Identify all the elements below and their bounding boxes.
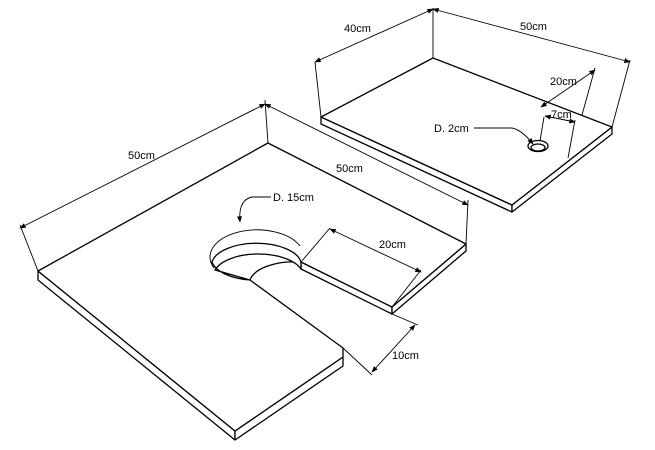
bottom-left-panel: 50cm 50cm D. 15cm 20cm 10cm (19, 99, 469, 441)
ext-a-hole-side (567, 119, 576, 159)
dim-b-width-line (371, 324, 416, 373)
dim-b-slot-line (329, 228, 422, 273)
label-a-hole: D. 2cm (434, 123, 469, 135)
ext-b-slot-a (300, 227, 331, 263)
dim-b-right-line (264, 103, 469, 206)
ext-a-right (611, 59, 631, 128)
label-a-depth: 40cm (344, 23, 371, 35)
label-b-circle: D. 15cm (273, 192, 314, 204)
ext-a-hole-back (581, 67, 596, 116)
ext-b-left (19, 224, 39, 272)
label-b-width: 10cm (392, 350, 419, 362)
ext-b-slot-b (391, 269, 422, 308)
label-b-slot: 20cm (379, 239, 406, 251)
dim-a-width-line (432, 8, 631, 63)
ext-b-right (465, 199, 469, 245)
lead-b-circle (236, 196, 271, 223)
label-b-left: 50cm (128, 150, 155, 162)
drain-hole-inner (530, 143, 546, 152)
label-a-hole-back: 20cm (550, 76, 577, 88)
circle-cutout-rim (209, 229, 301, 269)
lead-a-hole (474, 127, 534, 145)
ext-b-width-a (342, 347, 373, 376)
lead-a-hole-side (539, 116, 545, 142)
label-a-hole-side: 7cm (551, 109, 572, 121)
dim-a-hole-side-line (544, 114, 576, 124)
ext-b-back (264, 99, 269, 144)
label-b-right: 50cm (336, 163, 363, 175)
dim-b-left-line (19, 103, 266, 229)
top-right-panel: 40cm 50cm 20cm 7cm D. 2cm (314, 8, 631, 213)
ext-a-left (314, 61, 322, 118)
circle-cutout-wall (211, 242, 302, 281)
ext-b-width-b (391, 313, 419, 326)
dim-a-depth-line (314, 8, 434, 63)
label-a-width: 50cm (520, 21, 547, 33)
dim-a-hole-back-line (540, 69, 596, 108)
